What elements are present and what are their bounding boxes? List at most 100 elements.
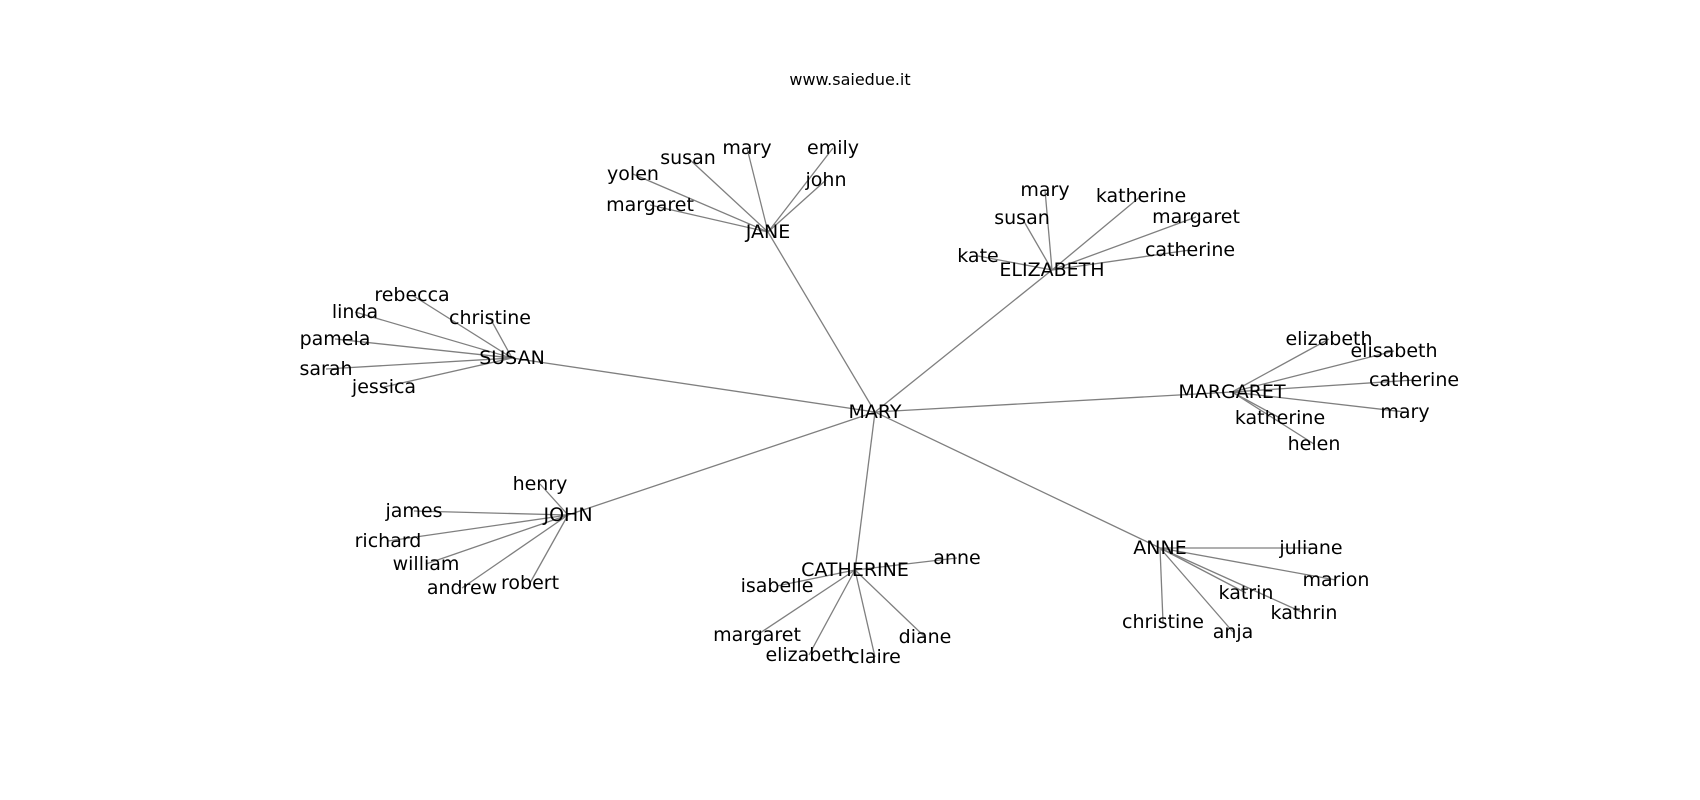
edge-susan-jessica	[383, 357, 513, 388]
node-leaf-john-henry: henry	[513, 473, 568, 495]
edge-margaret-catherine	[1231, 379, 1415, 393]
edge-anne-christine	[1159, 547, 1164, 623]
edges-layer	[325, 147, 1415, 658]
node-leaf-jane-margaret: margaret	[606, 194, 694, 216]
edge-mary-margaret	[874, 391, 1233, 413]
edge-catherine-isabelle	[776, 569, 856, 587]
node-leaf-jane-mary: mary	[722, 137, 771, 159]
node-leaf-john-william: william	[393, 553, 460, 575]
edge-jane-mary	[746, 147, 769, 233]
edge-anne-anja	[1159, 547, 1234, 633]
edge-mary-jane	[767, 231, 876, 413]
node-leaf-anne-kathrin: kathrin	[1271, 602, 1338, 624]
edge-john-andrew	[461, 514, 569, 589]
node-leaf-anne-christine: christine	[1122, 611, 1204, 633]
node-hub-anne: ANNE	[1133, 537, 1186, 559]
edge-mary-catherine	[854, 411, 876, 571]
edge-catherine-anne	[854, 557, 958, 571]
node-leaf-catherine-elizabeth: elizabeth	[765, 644, 852, 666]
node-leaf-john-richard: richard	[355, 530, 422, 552]
node-hub-jane: JANE	[745, 221, 791, 243]
edge-susan-pamela	[334, 338, 513, 359]
edge-elizabeth-katherine	[1051, 195, 1142, 271]
node-leaf-margaret-catherine: catherine	[1369, 369, 1459, 391]
node-leaf-jane-susan: susan	[660, 147, 716, 169]
edge-susan-rebecca	[411, 294, 513, 359]
node-leaf-susan-jessica: jessica	[351, 376, 416, 398]
edge-anne-marion	[1159, 547, 1337, 581]
node-leaf-john-james: james	[384, 500, 442, 522]
node-leaf-anne-marion: marion	[1303, 569, 1370, 591]
edge-john-william	[425, 514, 569, 565]
edge-margaret-elisabeth	[1231, 350, 1395, 393]
node-hub-susan: SUSAN	[479, 347, 545, 369]
edge-john-james	[413, 510, 569, 516]
edge-margaret-elizabeth	[1231, 338, 1330, 393]
node-leaf-jane-emily: emily	[807, 137, 859, 159]
node-leaf-anne-juliane: juliane	[1278, 537, 1342, 559]
node-hub-margaret: MARGARET	[1178, 381, 1286, 403]
node-leaf-elizabeth-kate: kate	[957, 245, 998, 267]
edge-elizabeth-mary	[1044, 189, 1053, 271]
edge-susan-sarah	[325, 357, 513, 370]
edge-anne-katrin	[1159, 547, 1247, 594]
edge-margaret-helen	[1231, 391, 1315, 445]
node-leaf-catherine-diane: diane	[899, 626, 952, 648]
node-leaf-catherine-isabelle: isabelle	[741, 575, 814, 597]
node-leaf-elizabeth-susan: susan	[994, 207, 1050, 229]
node-leaf-susan-christine: christine	[449, 307, 531, 329]
node-leaf-elizabeth-margaret: margaret	[1152, 206, 1240, 228]
node-leaf-jane-john: john	[805, 169, 847, 191]
edge-catherine-diane	[854, 569, 926, 638]
site-caption: www.saiedue.it	[789, 70, 911, 89]
node-hub-catherine: CATHERINE	[801, 559, 909, 581]
edge-anne-kathrin	[1159, 547, 1305, 614]
edge-elizabeth-catherine	[1051, 249, 1191, 271]
edge-susan-linda	[354, 311, 513, 359]
node-leaf-susan-linda: linda	[332, 301, 378, 323]
node-leaf-anne-anja: anja	[1213, 621, 1254, 643]
edge-john-henry	[539, 483, 569, 516]
edge-jane-emily	[767, 147, 834, 233]
node-leaf-susan-pamela: pamela	[300, 328, 371, 350]
node-root-mary: MARY	[849, 401, 902, 423]
node-leaf-margaret-helen: helen	[1288, 433, 1341, 455]
node-leaf-margaret-elisabeth: elisabeth	[1350, 340, 1437, 362]
node-hub-elizabeth: ELIZABETH	[999, 259, 1104, 281]
edge-mary-susan	[511, 357, 876, 413]
node-leaf-anne-katrin: katrin	[1219, 582, 1274, 604]
node-leaf-catherine-anne: anne	[933, 547, 980, 569]
edge-mary-john	[567, 411, 876, 516]
edge-john-richard	[387, 514, 569, 542]
node-leaf-margaret-katherine: katherine	[1235, 407, 1325, 429]
node-leaf-john-robert: robert	[501, 572, 559, 594]
edge-elizabeth-margaret	[1051, 216, 1197, 271]
node-leaf-susan-sarah: sarah	[299, 358, 352, 380]
node-hub-john: JOHN	[542, 504, 592, 526]
edge-catherine-margaret	[756, 569, 856, 636]
node-leaf-elizabeth-catherine: catherine	[1145, 239, 1235, 261]
edge-margaret-mary	[1231, 391, 1406, 413]
node-leaf-margaret-elizabeth: elizabeth	[1285, 328, 1372, 350]
node-leaf-catherine-claire: claire	[849, 646, 901, 668]
node-leaf-susan-rebecca: rebecca	[374, 284, 449, 306]
edge-mary-elizabeth	[874, 269, 1053, 413]
edge-jane-john	[767, 179, 827, 233]
node-leaf-elizabeth-katherine: katherine	[1096, 185, 1186, 207]
edge-catherine-elizabeth	[808, 569, 856, 656]
node-leaf-john-andrew: andrew	[427, 577, 497, 599]
node-leaf-catherine-margaret: margaret	[713, 624, 801, 646]
node-leaf-margaret-mary: mary	[1380, 401, 1429, 423]
node-leaf-elizabeth-mary: mary	[1020, 179, 1069, 201]
edge-john-robert	[529, 514, 569, 584]
edge-jane-yolen	[632, 173, 769, 233]
edge-elizabeth-susan	[1021, 217, 1053, 271]
edge-susan-christine	[489, 317, 513, 359]
edge-jane-margaret	[649, 204, 769, 233]
node-leaf-jane-yolen: yolen	[607, 163, 659, 185]
edge-mary-anne	[874, 411, 1161, 549]
edge-jane-susan	[687, 157, 769, 233]
edge-elizabeth-kate	[977, 255, 1053, 271]
